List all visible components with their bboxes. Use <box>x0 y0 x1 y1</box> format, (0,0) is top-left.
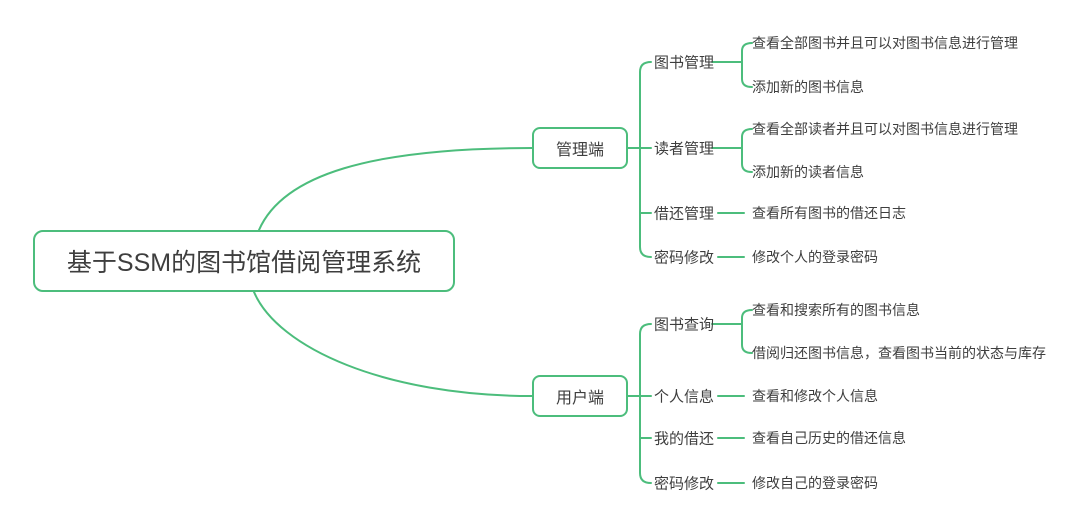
admin-bracket <box>639 61 652 258</box>
leaf-change-own-login-password[interactable]: 修改自己的登录密码 <box>752 475 878 491</box>
node-book-query[interactable]: 图书查询 <box>654 316 715 334</box>
branch-node-admin-label: 管理端 <box>555 142 604 159</box>
root-node[interactable]: 基于SSM的图书馆借阅管理系统 <box>33 230 455 292</box>
leaf-add-new-book-info[interactable]: 添加新的图书信息 <box>752 79 864 95</box>
user-bracket <box>639 323 652 484</box>
node-my-borrow-return[interactable]: 我的借还 <box>654 430 715 448</box>
leaf-add-new-reader-info[interactable]: 添加新的读者信息 <box>752 164 864 180</box>
leaf-view-own-borrow-history[interactable]: 查看自己历史的借还信息 <box>752 430 906 446</box>
leaf-view-manage-all-readers[interactable]: 查看全部读者并且可以对图书信息进行管理 <box>752 121 1018 137</box>
branch-node-user-label: 用户端 <box>555 390 604 407</box>
leaf-view-manage-all-books[interactable]: 查看全部图书并且可以对图书信息进行管理 <box>752 35 1018 51</box>
leaf-borrow-return-status-stock[interactable]: 借阅归还图书信息，查看图书当前的状态与库存 <box>752 345 1046 361</box>
leaf-view-edit-personal-info[interactable]: 查看和修改个人信息 <box>752 388 878 404</box>
root-node-label: 基于SSM的图书馆借阅管理系统 <box>66 249 422 277</box>
connector-root-to-admin <box>258 147 533 231</box>
node-reader-management[interactable]: 读者管理 <box>654 140 715 158</box>
connector-root-to-user <box>253 291 533 397</box>
node-borrow-return-management[interactable]: 借还管理 <box>654 205 715 223</box>
node-password-change-user[interactable]: 密码修改 <box>654 475 715 493</box>
node-book-management[interactable]: 图书管理 <box>654 54 715 72</box>
branch-node-user[interactable]: 用户端 <box>532 375 628 417</box>
book-query-leaf-bracket <box>741 309 753 354</box>
leaf-view-borrow-return-logs[interactable]: 查看所有图书的借还日志 <box>752 205 906 221</box>
leaf-change-personal-login-password[interactable]: 修改个人的登录密码 <box>752 249 878 265</box>
reader-mgmt-leaf-bracket <box>741 128 753 173</box>
book-mgmt-leaf-bracket <box>741 42 753 88</box>
node-password-change-admin[interactable]: 密码修改 <box>654 249 715 267</box>
leaf-view-search-all-book-info[interactable]: 查看和搜索所有的图书信息 <box>752 302 920 318</box>
branch-node-admin[interactable]: 管理端 <box>532 127 628 169</box>
node-personal-info[interactable]: 个人信息 <box>654 388 715 406</box>
